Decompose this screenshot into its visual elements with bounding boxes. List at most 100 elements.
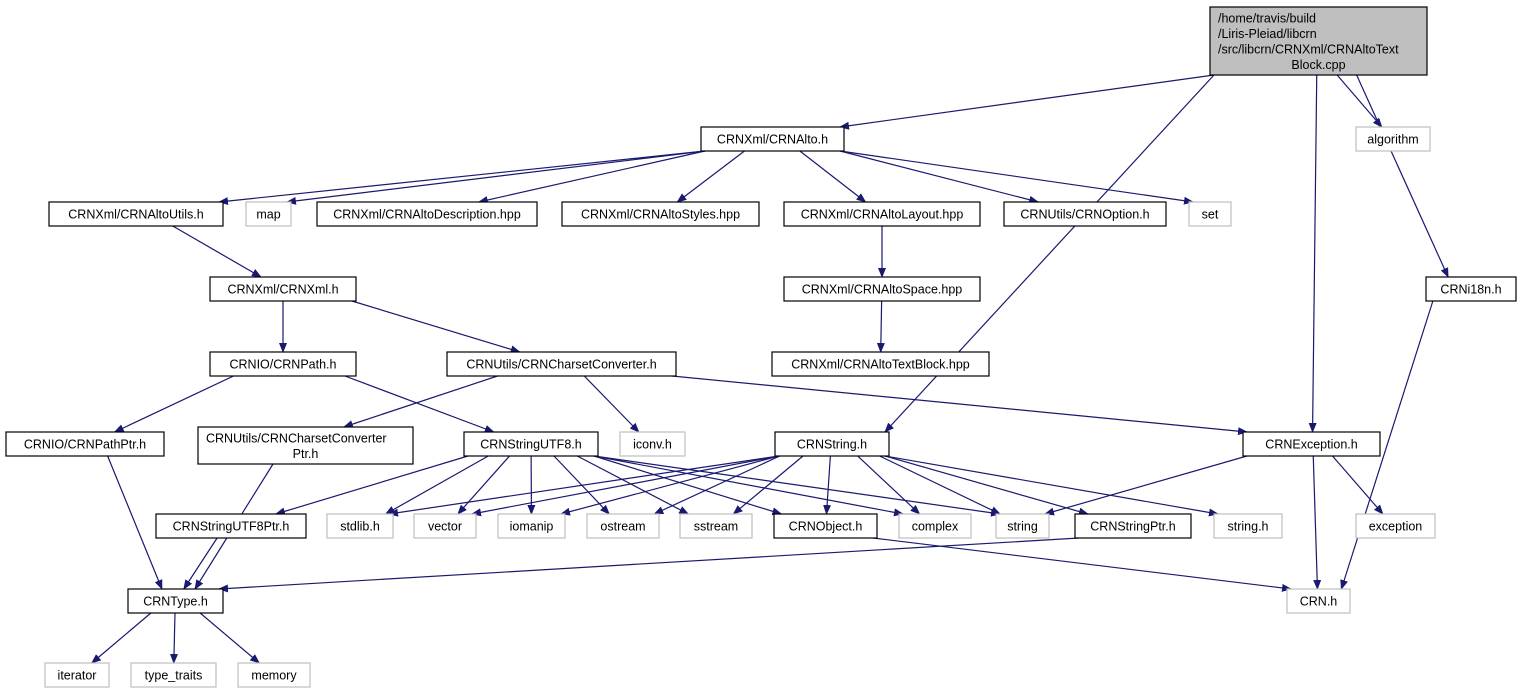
edge-crncharsetconverter_h-to-crnexception_h — [671, 375, 1248, 436]
edge-crnstring_h-to-complex — [857, 455, 921, 515]
edge-crnstring_h-to-vector — [471, 455, 780, 517]
node-crnxml-h[interactable]: CRNXml/CRNXml.h — [209, 276, 357, 302]
edge-crnstringutf8_h-to-complex — [593, 455, 904, 517]
node-label: map — [256, 208, 280, 222]
edge-line — [823, 455, 832, 515]
edge-crnxml_h-to-crncharsetconverter_h — [351, 300, 521, 354]
edge-line — [342, 375, 498, 428]
node-box — [44, 662, 110, 688]
edge-line — [286, 150, 706, 205]
edge-crnstring_h-to-crnobject_h — [823, 455, 832, 515]
node-crnaltoutils-h[interactable]: CRNXml/CRNAltoUtils.h — [48, 201, 224, 227]
node-box — [774, 431, 890, 457]
node-crnaltospace-hpp[interactable]: CRNXml/CRNAltoSpace.hpp — [783, 276, 981, 302]
edge-crntype_h-to-memory — [199, 612, 260, 664]
node-crnexception-h[interactable]: CRNException.h — [1242, 431, 1381, 457]
node-box — [1355, 126, 1431, 152]
node-iterator: iterator — [44, 662, 110, 688]
node-box — [326, 513, 394, 539]
edge-line — [676, 150, 745, 203]
edge-crnalto_h-to-set — [839, 150, 1194, 205]
node-stdlib-h: stdlib.h — [326, 513, 394, 539]
edge-line — [876, 300, 885, 353]
node-label: CRNXml/CRNAltoStyles.hpp — [581, 208, 740, 222]
edge-line — [884, 74, 1215, 433]
edge-line — [1332, 455, 1384, 515]
node-box — [237, 662, 311, 688]
node-root[interactable]: /home/travis/build/Liris-Pleiad/libcrn/s… — [1209, 6, 1428, 76]
node-type-traits: type_traits — [130, 662, 217, 688]
edge-crnstring_h-to-string_h — [884, 455, 1219, 517]
node-crncharsetconverter-h[interactable]: CRNUtils/CRNCharsetConverter.h — [446, 351, 677, 377]
edge-crntype_h-to-type_traits — [170, 612, 179, 664]
edge-crnpath_h-to-crnstringutf8_h — [344, 375, 495, 433]
edge-line — [384, 455, 489, 515]
edge-crnaltoutils_h-to-crnxml_h — [172, 225, 262, 278]
node-crnpathptr-h[interactable]: CRNIO/CRNPathPtr.h — [5, 431, 165, 457]
node-box — [316, 201, 538, 227]
node-crnaltolayout-hpp[interactable]: CRNXml/CRNAltoLayout.hpp — [783, 201, 981, 227]
node-box — [209, 276, 357, 302]
node-label: CRNStringUTF8Ptr.h — [173, 520, 290, 534]
edge-line — [593, 455, 1001, 517]
node-box — [1213, 513, 1283, 539]
edge-crni18n_h-to-crn_h — [1340, 300, 1434, 590]
edge-crnstringutf8_h-to-crnstringutf8ptr_h — [275, 455, 469, 516]
edge-root-to-crnexception_h — [1308, 74, 1318, 433]
node-crntype-h[interactable]: CRNType.h — [127, 588, 224, 614]
node-crnstringutf8ptr-h[interactable]: CRNStringUTF8Ptr.h — [155, 513, 307, 539]
node-complex: complex — [898, 513, 972, 539]
node-label: CRNXml/CRNXml.h — [227, 283, 338, 297]
edge-line — [799, 150, 867, 203]
node-box — [446, 351, 677, 377]
edge-line — [477, 150, 706, 204]
edge-crnobject_h-to-crn_h — [872, 537, 1292, 592]
node-label: CRNXml/CRNAlto.h — [717, 133, 828, 147]
edge-line — [884, 455, 1089, 516]
edge-crnstringutf8_h-to-vector — [457, 455, 510, 515]
node-crnalto-h[interactable]: CRNXml/CRNAlto.h — [700, 126, 845, 152]
node-crnstring-h[interactable]: CRNString.h — [774, 431, 890, 457]
node-box — [1242, 431, 1381, 457]
node-label: CRNXml/CRNAltoUtils.h — [68, 208, 203, 222]
edge-line — [113, 375, 234, 433]
edge-line — [1336, 74, 1383, 128]
node-string: string — [995, 513, 1050, 539]
edge-line — [576, 455, 690, 515]
edge-crnalto_h-to-map — [286, 150, 706, 205]
node-crnstringptr-h[interactable]: CRNStringPtr.h — [1074, 513, 1192, 539]
node-label: exception — [1369, 520, 1423, 534]
node-crnobject-h[interactable]: CRNObject.h — [773, 513, 878, 539]
edge-crnpathptr_h-to-crntype_h — [107, 455, 163, 590]
node-box — [700, 126, 845, 152]
edge-line — [351, 300, 521, 354]
edge-line — [879, 455, 1001, 515]
node-box — [561, 201, 760, 227]
edge-root-to-algorithm — [1336, 74, 1383, 128]
node-box — [619, 431, 686, 457]
node-crn-h: CRN.h — [1286, 588, 1351, 614]
node-crnstringutf8-h[interactable]: CRNStringUTF8.h — [463, 431, 599, 457]
node-label: CRNObject.h — [789, 520, 863, 534]
edge-line — [839, 74, 1215, 130]
edge-crnstringutf8ptr_h-to-crntype_h — [183, 537, 218, 590]
node-crnpath-h[interactable]: CRNIO/CRNPath.h — [209, 351, 357, 377]
node-crnaltostyles-hpp[interactable]: CRNXml/CRNAltoStyles.hpp — [561, 201, 760, 227]
edge-line — [344, 375, 495, 433]
edge-line — [1356, 74, 1449, 278]
node-crni18n-h[interactable]: CRNi18n.h — [1425, 276, 1517, 302]
edge-line — [1340, 300, 1434, 590]
edge-crnstringptr_h-to-crntype_h — [218, 537, 1080, 593]
node-exception: exception — [1355, 513, 1436, 539]
node-box — [771, 351, 990, 377]
edge-line — [172, 225, 262, 278]
node-label: CRNIO/CRNPathPtr.h — [24, 438, 146, 452]
node-crnaltodescription-hpp[interactable]: CRNXml/CRNAltoDescription.hpp — [316, 201, 538, 227]
edge-line — [872, 537, 1292, 592]
node-crnaltotextblock-hpp[interactable]: CRNXml/CRNAltoTextBlock.hpp — [771, 351, 990, 377]
node-box — [679, 513, 753, 539]
node-crnoption-h[interactable]: CRNUtils/CRNOption.h — [1003, 201, 1167, 227]
node-box — [1188, 201, 1232, 227]
node-box — [1286, 588, 1351, 614]
